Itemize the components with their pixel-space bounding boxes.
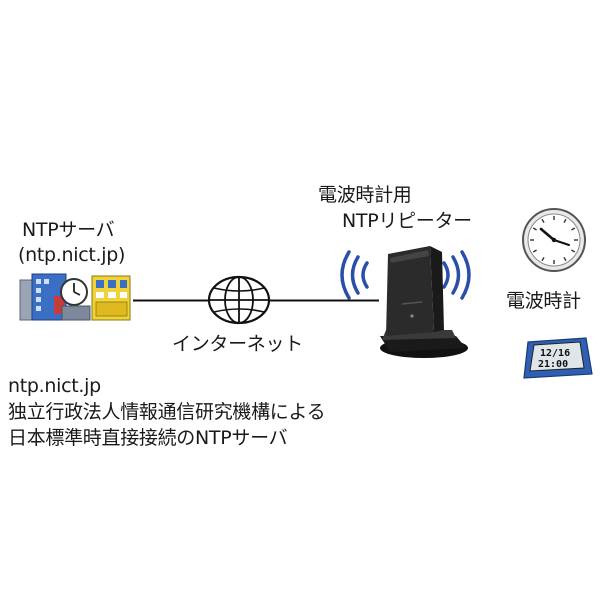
server-host-label: (ntp.nict.jp): [18, 244, 126, 266]
signal-waves-right-icon: [440, 250, 474, 300]
ntp-repeater-device-icon: [372, 244, 468, 362]
digital-clock-display-line2: 21:00: [538, 359, 568, 370]
connection-line-server-internet: [133, 299, 209, 302]
digital-clock-icon: 12/16 21:00: [522, 336, 594, 380]
server-label: NTPサーバ: [22, 219, 115, 241]
internet-globe-icon: [206, 274, 272, 326]
note-line2: 独立行政法人情報通信研究機構による: [8, 401, 326, 423]
digital-clock-display-line1: 12/16: [540, 348, 570, 359]
connection-line-internet-repeater: [269, 299, 379, 302]
repeater-title-line1: 電波時計用: [318, 184, 412, 206]
analog-clock-icon: [521, 207, 587, 273]
radio-clock-label: 電波時計: [506, 290, 581, 312]
signal-waves-left-icon: [337, 250, 371, 300]
note-line1: ntp.nict.jp: [8, 375, 101, 397]
repeater-title-line2: NTPリピーター: [342, 210, 472, 232]
note-line3: 日本標準時直接接続のNTPサーバ: [8, 427, 288, 449]
internet-label: インターネット: [172, 333, 303, 355]
ntp-server-building-icon: [18, 270, 133, 325]
